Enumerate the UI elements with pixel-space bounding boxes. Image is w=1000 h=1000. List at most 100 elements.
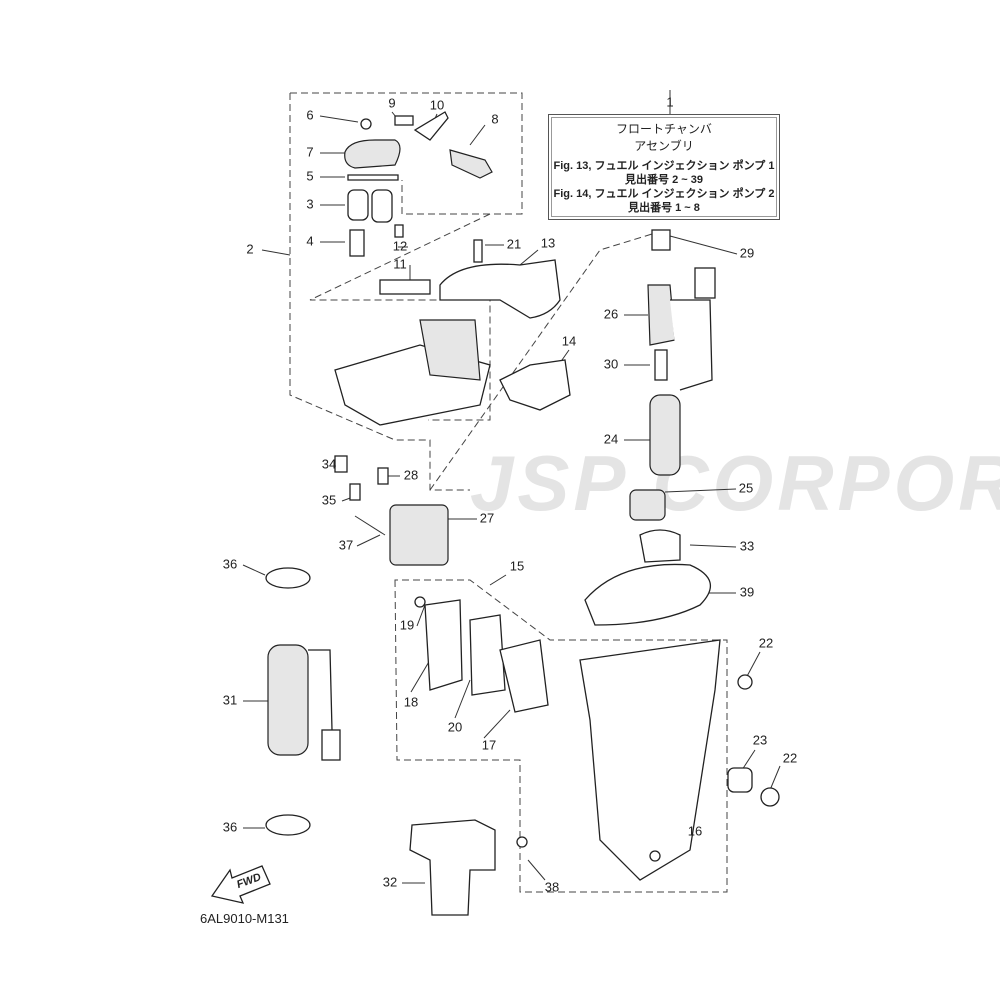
part-9 xyxy=(394,115,414,126)
callout-12: 12 xyxy=(393,238,407,253)
part-39 xyxy=(584,563,711,626)
group-box-15 xyxy=(394,579,728,893)
part-33 xyxy=(639,529,681,563)
part-22b xyxy=(760,787,780,807)
callout-2: 2 xyxy=(246,241,253,256)
callout-18: 18 xyxy=(404,694,418,709)
callout-7: 7 xyxy=(306,144,313,159)
callout-15: 15 xyxy=(510,558,524,573)
part-3a xyxy=(347,189,369,221)
part-16 xyxy=(649,850,661,862)
callout-27: 27 xyxy=(480,510,494,525)
callout-14: 14 xyxy=(562,333,576,348)
callout-6: 6 xyxy=(306,107,313,122)
part-32 xyxy=(409,819,496,916)
part-27 xyxy=(389,504,449,566)
callouts: 1 2 3 4 5 6 7 8 9 10 11 12 13 14 15 16 1… xyxy=(223,94,797,894)
callout-31: 31 xyxy=(223,692,237,707)
info-box: フロートチャンバ アセンブリ Fig. 13, フュエル インジェクション ポン… xyxy=(548,114,780,220)
part-31-plug xyxy=(321,729,341,761)
callout-37: 37 xyxy=(339,537,353,552)
callout-5: 5 xyxy=(306,168,313,183)
callout-29: 29 xyxy=(740,245,754,260)
callout-10: 10 xyxy=(430,97,444,112)
part-7 xyxy=(344,139,401,169)
group-box-2 xyxy=(289,93,470,491)
watermark: JSP CORPORATION xyxy=(470,439,1000,527)
part-20 xyxy=(469,614,506,696)
callout-20: 20 xyxy=(448,719,462,734)
part-36b xyxy=(265,814,311,836)
part-6 xyxy=(360,118,372,130)
part-shapes xyxy=(265,111,780,916)
callout-17: 17 xyxy=(482,737,496,752)
callout-26: 26 xyxy=(604,306,618,321)
callout-4: 4 xyxy=(306,233,313,248)
callout-16: 16 xyxy=(688,823,702,838)
callout-21: 21 xyxy=(507,236,521,251)
part-34 xyxy=(334,455,348,473)
callout-39: 39 xyxy=(740,584,754,599)
callout-23: 23 xyxy=(753,732,767,747)
callout-38: 38 xyxy=(545,879,559,894)
callout-8: 8 xyxy=(491,111,498,126)
part-22a xyxy=(737,674,753,690)
callout-19: 19 xyxy=(400,617,414,632)
part-29 xyxy=(651,229,671,251)
part-10 xyxy=(413,111,449,141)
part-8 xyxy=(449,149,493,179)
group-box-top xyxy=(290,92,523,215)
part-12 xyxy=(394,224,404,238)
part-3b xyxy=(371,189,393,223)
part-5 xyxy=(347,174,399,181)
diagram-code: 6AL9010-M131 xyxy=(200,911,289,926)
part-18 xyxy=(424,599,463,691)
callout-32: 32 xyxy=(383,874,397,889)
callout-36b: 36 xyxy=(223,819,237,834)
info-title-line2: アセンブリ xyxy=(634,139,694,153)
part-17 xyxy=(499,639,549,713)
callout-11: 11 xyxy=(393,256,407,271)
callout-1: 1 xyxy=(666,94,673,109)
part-36a xyxy=(265,567,311,589)
info-title-line1: フロートチャンバ xyxy=(616,122,712,136)
part-37 xyxy=(354,515,386,536)
callout-22b: 22 xyxy=(783,750,797,765)
part-38 xyxy=(516,836,528,848)
callout-24: 24 xyxy=(604,431,618,446)
info-ref1-range: 見出番号 2 ~ 39 xyxy=(625,174,703,186)
part-19 xyxy=(414,596,426,608)
callout-13: 13 xyxy=(541,235,555,250)
part-31-wires xyxy=(308,649,333,731)
info-ref2: Fig. 14, フュエル インジェクション ポンプ 2 xyxy=(553,188,775,200)
callout-22a: 22 xyxy=(759,635,773,650)
part-30 xyxy=(654,349,668,381)
callout-34: 34 xyxy=(322,456,336,471)
part-2-connector xyxy=(419,319,481,381)
part-4 xyxy=(349,229,365,257)
part-24-plug xyxy=(694,267,716,299)
part-25 xyxy=(629,489,666,521)
fwd-arrow-icon: FWD xyxy=(210,865,271,904)
part-14 xyxy=(499,359,571,411)
part-24-wires xyxy=(670,299,713,391)
callout-28: 28 xyxy=(404,467,418,482)
part-24 xyxy=(649,394,681,476)
part-15-chamber xyxy=(579,639,721,881)
part-23 xyxy=(727,767,753,793)
part-31 xyxy=(267,644,309,756)
info-ref1: Fig. 13, フュエル インジェクション ポンプ 1 xyxy=(553,160,775,172)
callout-36a: 36 xyxy=(223,556,237,571)
part-26 xyxy=(647,284,676,346)
callout-9: 9 xyxy=(388,95,395,110)
part-11 xyxy=(379,279,431,295)
callout-30: 30 xyxy=(604,356,618,371)
callout-33: 33 xyxy=(740,538,754,553)
part-21 xyxy=(473,239,483,263)
callout-35: 35 xyxy=(322,492,336,507)
part-35 xyxy=(349,483,361,501)
part-13 xyxy=(439,259,561,319)
callout-3: 3 xyxy=(306,196,313,211)
